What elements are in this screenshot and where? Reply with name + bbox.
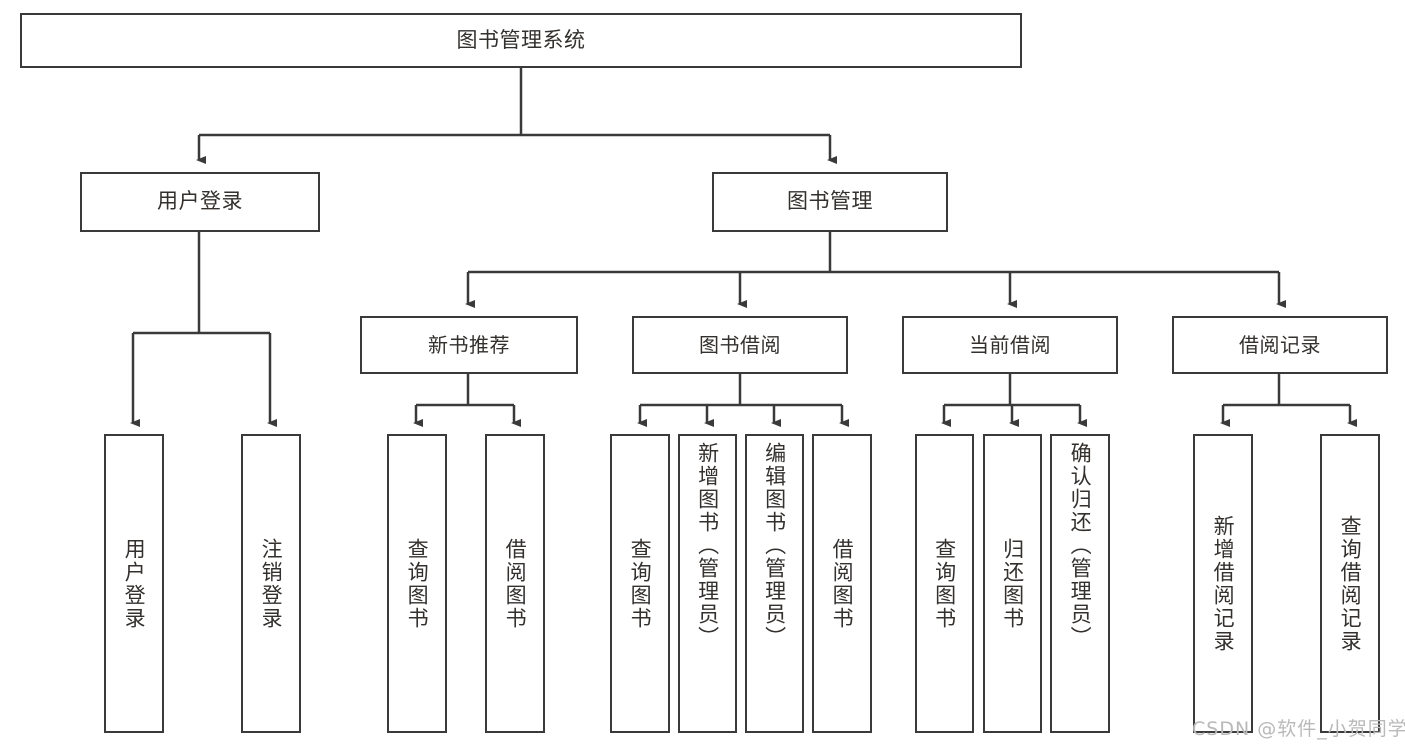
leaf-recommend-borrow-book[interactable]: 借阅图书 (485, 434, 545, 733)
leaf-recommend-query-book[interactable]: 查询图书 (387, 434, 447, 733)
node-root-system[interactable]: 图书管理系统 (20, 13, 1022, 68)
leaf-label: 编辑图书（管理员） (762, 442, 787, 649)
leaf-label: 用户登录 (122, 537, 147, 630)
leaf-record-query-record[interactable]: 查询借阅记录 (1320, 434, 1380, 733)
leaf-label: 确认归还（管理员） (1068, 442, 1093, 649)
leaf-label: 归还图书 (1000, 537, 1025, 630)
leaf-current-return-book[interactable]: 归还图书 (983, 434, 1042, 733)
node-new-book-recommend[interactable]: 新书推荐 (360, 316, 578, 374)
leaf-label: 查询图书 (628, 537, 653, 630)
leaf-user-login-signin[interactable]: 用户登录 (104, 434, 164, 733)
leaf-label: 查询图书 (932, 537, 957, 630)
node-borrow-record[interactable]: 借阅记录 (1172, 316, 1388, 374)
leaf-user-login-signout[interactable]: 注销登录 (241, 434, 301, 733)
leaf-label: 查询借阅记录 (1338, 514, 1363, 653)
leaf-label: 借阅图书 (503, 537, 528, 630)
leaf-current-confirm-return[interactable]: 确认归还（管理员） (1050, 434, 1110, 733)
node-user-login[interactable]: 用户登录 (80, 172, 320, 232)
leaf-record-add-record[interactable]: 新增借阅记录 (1193, 434, 1253, 733)
node-label: 图书管理系统 (456, 27, 586, 52)
node-book-borrow[interactable]: 图书借阅 (632, 316, 848, 374)
node-label: 当前借阅 (969, 333, 1051, 357)
leaf-label: 新增图书（管理员） (695, 442, 720, 649)
leaf-borrow-edit-book[interactable]: 编辑图书（管理员） (745, 434, 804, 733)
leaf-label: 借阅图书 (830, 537, 855, 630)
leaf-label: 新增借阅记录 (1211, 514, 1236, 653)
node-current-borrow[interactable]: 当前借阅 (902, 316, 1118, 374)
node-label: 图书借阅 (699, 333, 781, 357)
leaf-borrow-add-book[interactable]: 新增图书（管理员） (678, 434, 737, 733)
node-label: 新书推荐 (428, 333, 510, 357)
leaf-label: 注销登录 (259, 537, 284, 630)
watermark-text: CSDN @软件_小贺同学 (1192, 718, 1405, 740)
node-book-management[interactable]: 图书管理 (712, 172, 948, 232)
leaf-label: 查询图书 (405, 537, 430, 630)
node-label: 用户登录 (157, 189, 243, 214)
node-label: 图书管理 (787, 189, 873, 214)
node-label: 借阅记录 (1239, 333, 1321, 357)
leaf-borrow-borrow-book[interactable]: 借阅图书 (812, 434, 872, 733)
leaf-current-query-book[interactable]: 查询图书 (915, 434, 974, 733)
leaf-borrow-query-book[interactable]: 查询图书 (610, 434, 670, 733)
